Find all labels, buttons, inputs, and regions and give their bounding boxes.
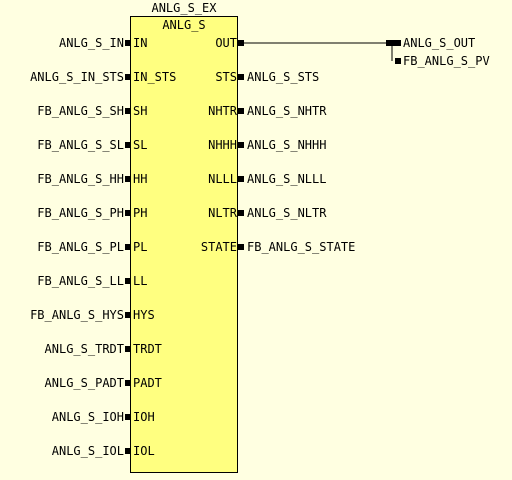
destination-pin[interactable]	[395, 58, 401, 64]
destination-pin[interactable]	[395, 40, 401, 46]
input-pin[interactable]	[125, 346, 131, 352]
output-pin[interactable]	[238, 40, 244, 46]
block-type-label: ANLG_S	[162, 18, 206, 32]
input-port-label: PADT	[133, 376, 162, 390]
input-pin[interactable]	[125, 278, 131, 284]
output-port-label: STS	[215, 70, 237, 84]
input-port-label: SL	[133, 138, 148, 152]
input-port-label: IN	[133, 36, 148, 50]
input-pin[interactable]	[125, 380, 131, 386]
input-signal-label: ANLG_S_IOL	[51, 444, 124, 458]
input-port-label: IOL	[133, 444, 155, 458]
input-signal-label: FB_ANLG_S_PL	[37, 240, 124, 254]
input-signal-label: FB_ANLG_S_SL	[37, 138, 124, 152]
output-port-label: OUT	[215, 36, 237, 50]
output-signal-label: ANLG_S_NHTR	[247, 104, 327, 118]
output-signal-label: FB_ANLG_S_STATE	[247, 240, 356, 254]
output-port-label: STATE	[200, 240, 237, 254]
output-pin[interactable]	[238, 210, 244, 216]
input-port-label: PH	[133, 206, 148, 220]
input-port-label: IOH	[133, 410, 155, 424]
input-pin[interactable]	[125, 108, 131, 114]
input-pin[interactable]	[125, 244, 131, 250]
input-signal-label: FB_ANLG_S_LL	[37, 274, 124, 288]
input-signal-label: FB_ANLG_S_SH	[37, 104, 124, 118]
output-pin[interactable]	[238, 74, 244, 80]
output-signal-label: ANLG_S_NLTR	[247, 206, 327, 220]
output-signal-label: ANLG_S_NLLL	[247, 172, 327, 186]
input-signal-label: FB_ANLG_S_HYS	[30, 308, 124, 322]
input-pin[interactable]	[125, 176, 131, 182]
input-pin[interactable]	[125, 312, 131, 318]
input-port-label: LL	[133, 274, 148, 288]
input-signal-label: FB_ANLG_S_PH	[37, 206, 124, 220]
input-port-label: HH	[133, 172, 148, 186]
output-signal-label: ANLG_S_NHHH	[247, 138, 327, 152]
destination-signal-label: FB_ANLG_S_PV	[403, 54, 490, 68]
input-pin[interactable]	[125, 40, 131, 46]
output-port-label: NHHH	[208, 138, 237, 152]
input-port-label: IN_STS	[133, 70, 177, 84]
output-port-label: NLLL	[208, 172, 237, 186]
instance-name-label: ANLG_S_EX	[151, 1, 217, 15]
input-signal-label: ANLG_S_IN	[58, 36, 124, 50]
output-pin[interactable]	[238, 176, 244, 182]
input-pin[interactable]	[125, 74, 131, 80]
input-signal-label: ANLG_S_IN_STS	[30, 70, 124, 84]
input-signal-label: FB_ANLG_S_HH	[37, 172, 124, 186]
output-port-label: NHTR	[208, 104, 237, 118]
input-port-label: SH	[133, 104, 148, 118]
input-port-label: TRDT	[133, 342, 162, 356]
output-signal-label: ANLG_S_STS	[247, 70, 320, 84]
input-port-label: PL	[133, 240, 148, 254]
input-port-label: HYS	[133, 308, 155, 322]
input-signal-label: ANLG_S_IOH	[51, 410, 124, 424]
input-pin[interactable]	[125, 448, 131, 454]
output-pin[interactable]	[238, 108, 244, 114]
input-signal-label: ANLG_S_TRDT	[44, 342, 124, 356]
output-port-label: NLTR	[208, 206, 237, 220]
destination-signal-label: ANLG_S_OUT	[403, 36, 476, 50]
output-pin[interactable]	[238, 244, 244, 250]
output-pin[interactable]	[238, 142, 244, 148]
function-block[interactable]: ANLG_S	[130, 16, 238, 473]
input-signal-label: ANLG_S_PADT	[44, 376, 124, 390]
input-pin[interactable]	[125, 414, 131, 420]
input-pin[interactable]	[125, 210, 131, 216]
input-pin[interactable]	[125, 142, 131, 148]
